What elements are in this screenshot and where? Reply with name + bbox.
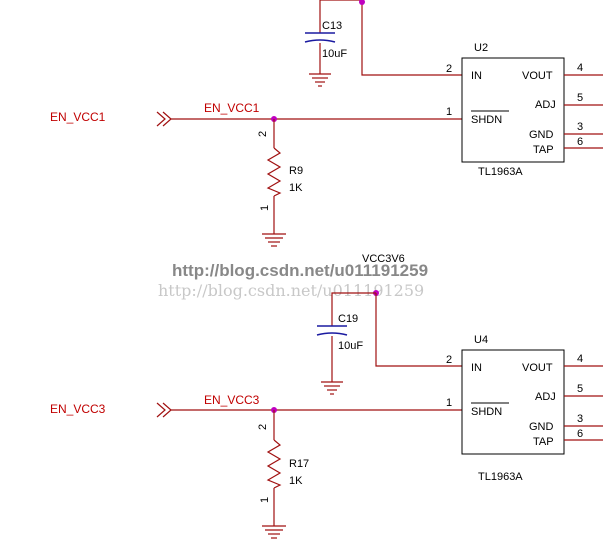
pin-shdn-num: 1	[446, 106, 452, 118]
bottom-cap-wire	[331, 292, 376, 382]
pin-adj-num: 5	[577, 92, 583, 104]
top-cap-wire	[319, 0, 362, 74]
res-ref: R9	[289, 165, 303, 177]
pin-adj-label: ADJ	[535, 99, 556, 111]
ic-u2-body	[461, 57, 565, 163]
pin-vout-label: VOUT	[522, 70, 553, 82]
pin-tap-label: TAP	[533, 436, 554, 448]
pin-gnd-label: GND	[529, 129, 554, 141]
pin-gnd-label: GND	[529, 421, 554, 433]
resistor-r17	[266, 439, 282, 489]
ic-u4-body	[461, 349, 565, 455]
pin-shdn-num: 1	[446, 397, 452, 409]
pin-in-num: 2	[446, 354, 452, 366]
port-label: EN_VCC1	[50, 110, 106, 124]
pin-adj-num: 5	[577, 383, 583, 395]
bottom-block: VCC3V6 C19 10uF EN_VCC3 EN_VCC3 2 1 R17 …	[50, 253, 603, 539]
ground-symbol	[262, 233, 286, 247]
top-block: C13 10uF EN_VCC1 EN_VCC1 2 1 R9 1K U2 TL…	[50, 0, 603, 247]
net-label: EN_VCC1	[204, 101, 260, 115]
port-arrow	[156, 111, 172, 127]
ic-part: TL1963A	[478, 471, 523, 483]
capacitor-c19	[316, 325, 348, 336]
pin-tap-label: TAP	[533, 144, 554, 156]
cap-value: 10uF	[322, 48, 347, 60]
bottom-supply-wire	[375, 293, 462, 367]
watermark-light: http://blog.csdn.net/u011191259	[158, 281, 424, 300]
ground-symbol	[262, 525, 286, 539]
ic-part: TL1963A	[478, 166, 523, 178]
pin-adj-label: ADJ	[535, 391, 556, 403]
res-value: 1K	[289, 182, 303, 194]
ground-symbol	[321, 381, 343, 395]
res-value: 1K	[289, 475, 303, 487]
pin-vout-num: 4	[577, 62, 583, 74]
pin-shdn-label: SHDN	[471, 114, 502, 126]
res-pin-bottom: 1	[259, 497, 271, 503]
capacitor-c13	[304, 32, 336, 43]
ic-right-pins	[564, 365, 603, 441]
pin-vout-label: VOUT	[522, 362, 553, 374]
pin-in-num: 2	[446, 63, 452, 75]
pin-shdn-label: SHDN	[471, 406, 502, 418]
pin-gnd-num: 3	[577, 413, 583, 425]
res-pin-top: 2	[257, 424, 269, 430]
port-label: EN_VCC3	[50, 402, 106, 416]
pin-tap-num: 6	[577, 428, 583, 440]
ic-right-pins	[564, 74, 603, 149]
cap-value: 10uF	[338, 340, 363, 352]
res-pin-top: 2	[257, 131, 269, 137]
pin-tap-num: 6	[577, 136, 583, 148]
port-arrow	[156, 402, 172, 418]
pin-in-label: IN	[471, 362, 482, 374]
top-supply-junction	[359, 0, 365, 5]
ic-ref: U2	[474, 42, 488, 54]
net-label: EN_VCC3	[204, 393, 260, 407]
supply-label: VCC3V6	[362, 253, 405, 265]
resistor-r9	[266, 147, 282, 197]
pin-gnd-num: 3	[577, 121, 583, 133]
ic-ref: U4	[474, 334, 488, 346]
pin-in-label: IN	[471, 70, 482, 82]
cap-ref: C19	[338, 313, 358, 325]
res-pin-bottom: 1	[259, 205, 271, 211]
ground-symbol	[309, 73, 331, 87]
res-ref: R17	[289, 458, 309, 470]
cap-ref: C13	[322, 20, 342, 32]
watermark-bold: http://blog.csdn.net/u011191259	[172, 261, 428, 280]
pin-vout-num: 4	[577, 353, 583, 365]
top-supply-wire	[361, 0, 462, 76]
